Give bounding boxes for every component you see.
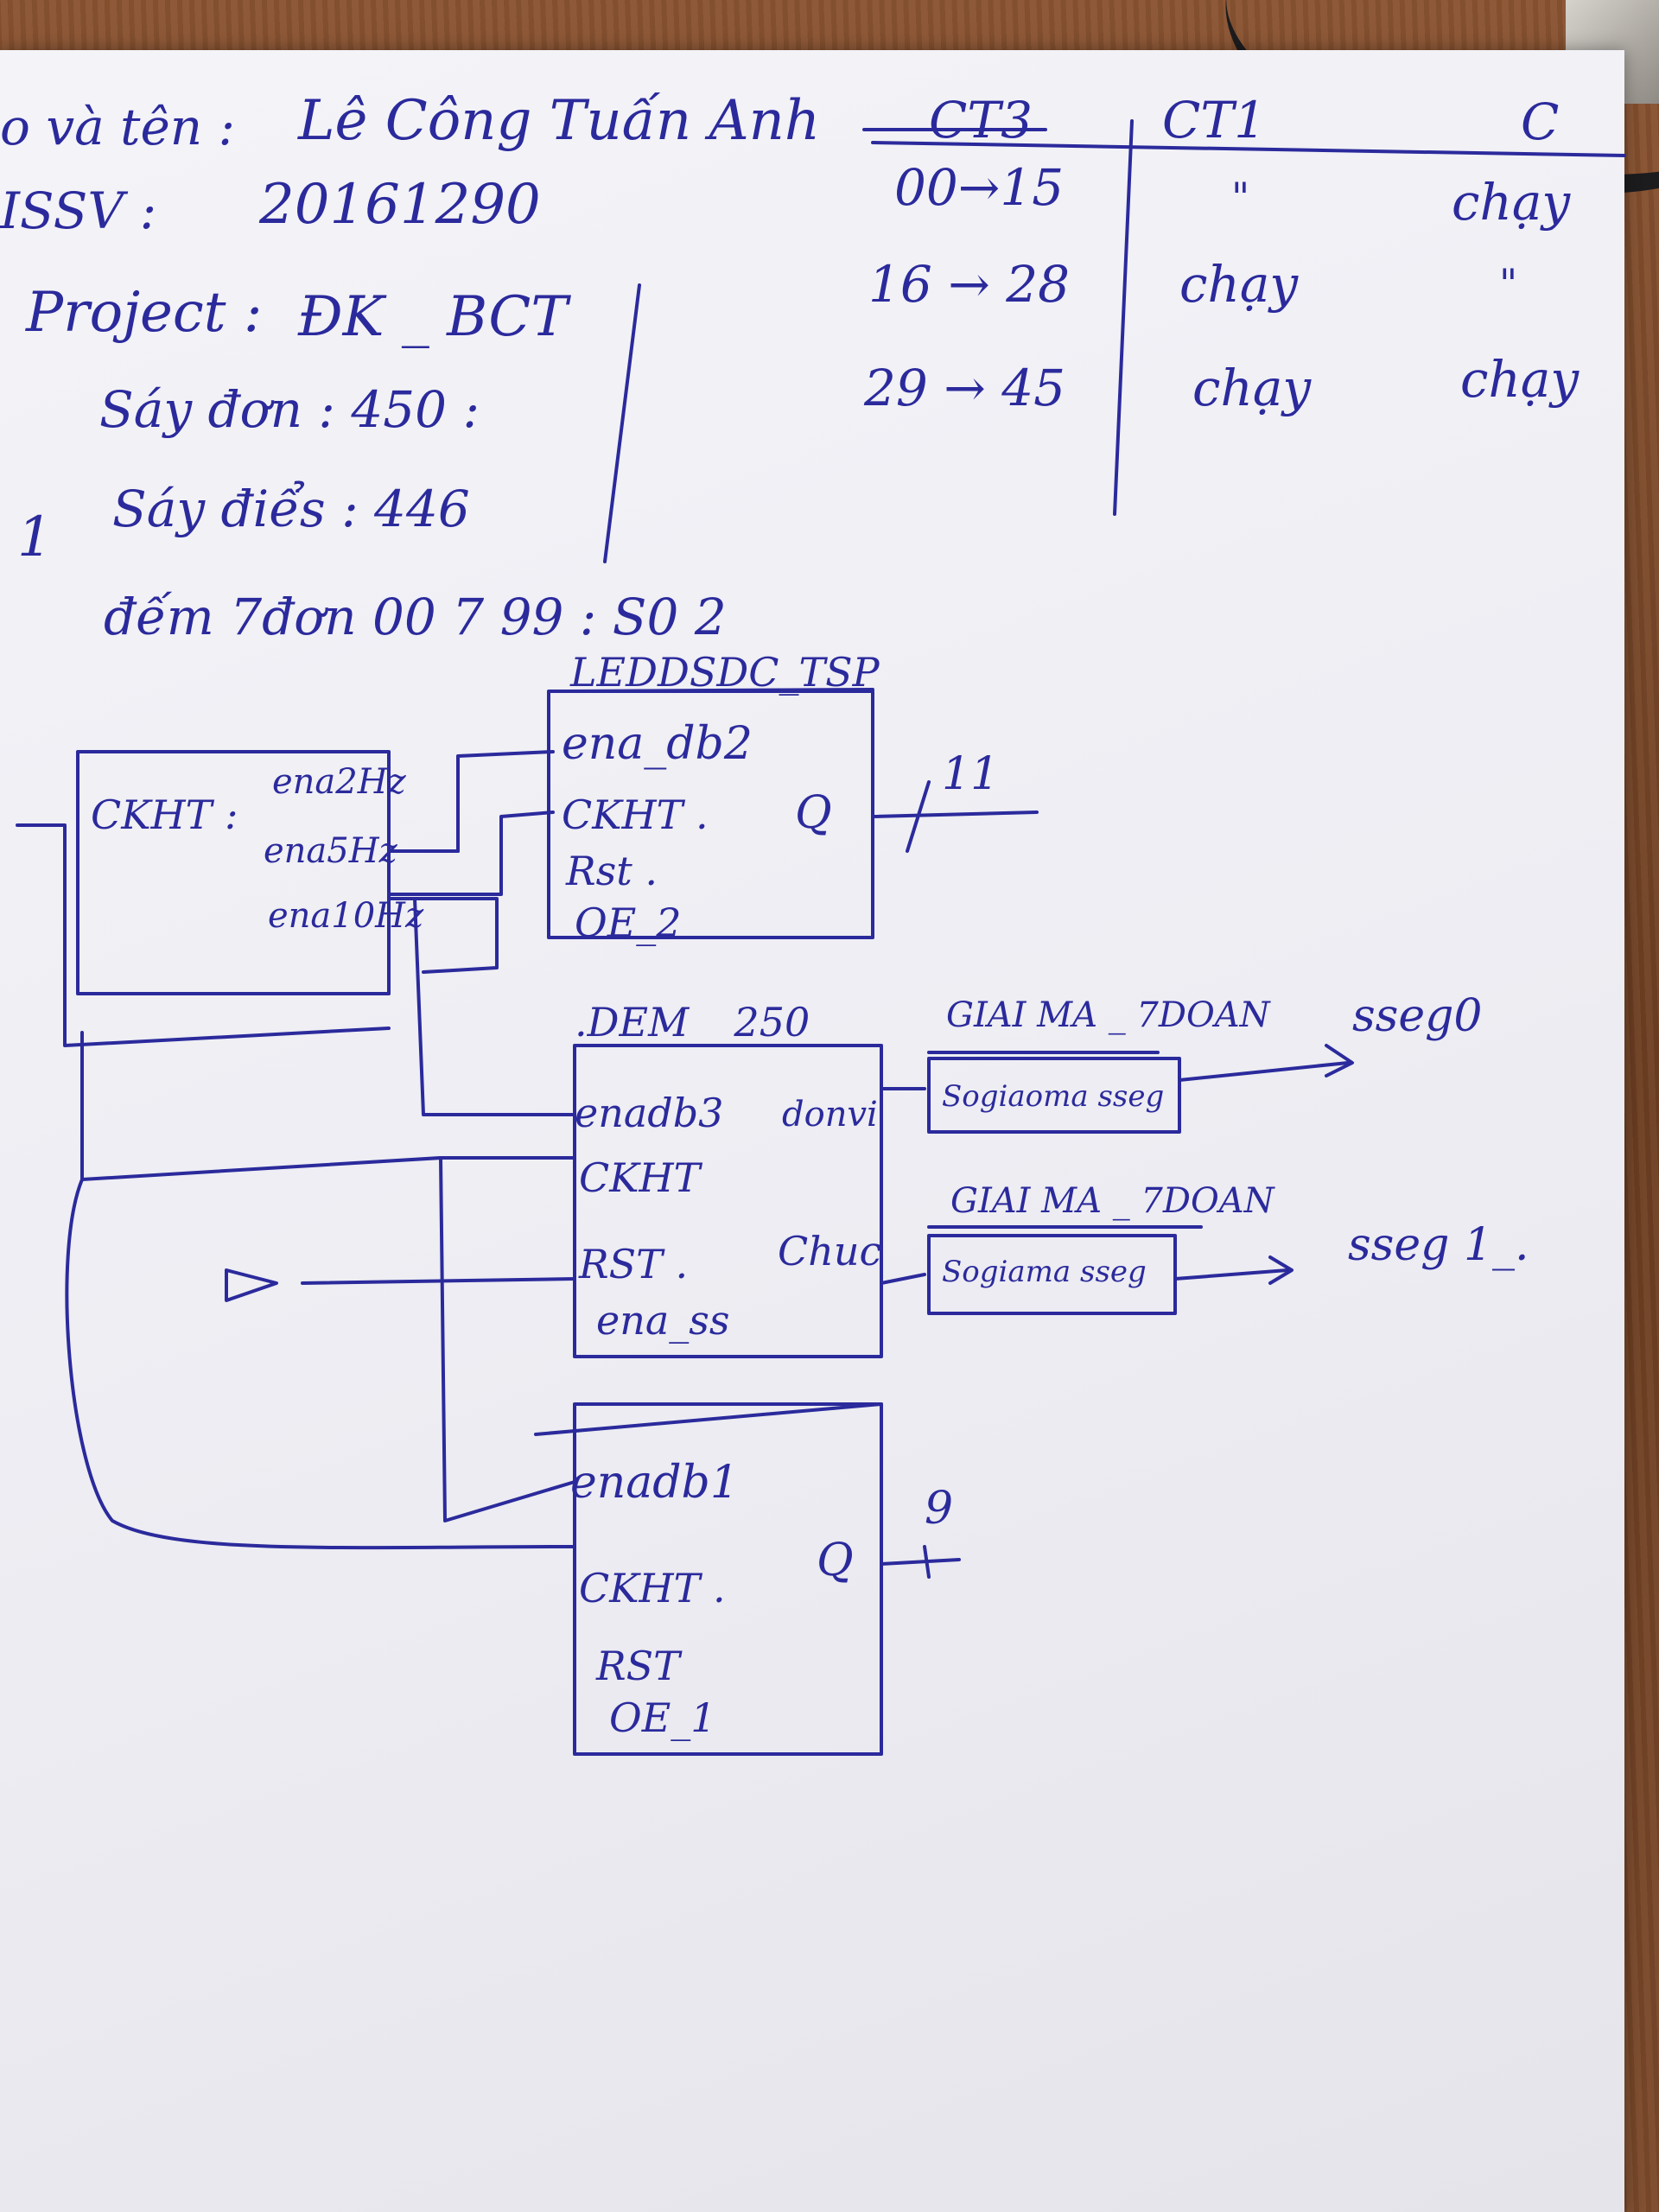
line-2: Sáy điểs : 446 [112,480,470,538]
decoder-1-box [927,1234,1177,1315]
decoder-1-output: sseg 1_. [1348,1219,1529,1271]
led-in-oe2: OE_2 [575,899,682,946]
table-row-3-ct1: chạy [1192,359,1312,417]
table-header-ct3: CT3 [929,91,1033,149]
table-row-2-range: 16 → 28 [868,255,1071,314]
name-value: Lê Công Tuấn Anh [298,89,821,153]
led-block-title: LEDDSDC_TSP [570,649,880,696]
clock-block-box [76,750,391,995]
table-row-3-ct2: chạy [1460,350,1580,409]
paper-sheet [0,50,1624,2212]
decoder-1-body: Sogiama sseg [942,1255,1147,1289]
table-header-c: C [1521,92,1560,151]
id-label: ISSV : [0,181,157,240]
name-label: o và tên : [0,98,236,156]
led-in-rst: Rst . [566,848,658,894]
block3-bus-width: 9 [925,1483,954,1535]
clock-out-ena2hz: ena2Hz [272,762,406,802]
dem-out-chuc: Chuc [778,1228,882,1274]
line-3: đếm 7đơn 00 7 99 : S0 2 [104,588,727,646]
dem-block-title: .DEM _ 250 [575,999,810,1046]
decoder-0-title: GIAI MA _ 7DOAN [946,995,1270,1035]
table-row-1-ct1: " [1231,174,1250,220]
led-out-q: Q [795,787,832,839]
table-row-2-ct1: chạy [1179,255,1299,314]
project-label: Project : [26,281,263,345]
clock-input-label: CKHT : [91,791,238,838]
led-in-ena-db2: ena_db2 [562,718,753,770]
dem-in-rst: RST . [579,1241,689,1287]
table-row-3-range: 29 → 45 [864,359,1066,417]
table-row-1-ct2: chạy [1452,173,1571,232]
table-header-ct1: CT1 [1162,91,1266,149]
dem-in-ena-ss: ena_ss [596,1297,730,1344]
block3-in-rst: RST [596,1643,680,1689]
project-value: ĐK _ BCT [298,285,569,349]
dem-out-donvi: donvi [782,1095,878,1135]
decoder-0-box [927,1057,1181,1134]
block3-out-q: Q [817,1535,854,1586]
led-bus-width: 11 [942,748,1000,800]
dem-in-enadb3: enadb3 [575,1090,724,1136]
led-in-ckht: CKHT . [562,791,709,838]
line-2-prefix: 1 [17,505,53,569]
dem-in-ckht: CKHT [579,1154,701,1201]
clock-out-ena10hz: ena10Hz [268,896,424,936]
decoder-0-body: Sogiaoma sseg [942,1079,1165,1114]
block3-in-enadb1: enadb1 [570,1457,739,1509]
dem-block-box [573,1044,883,1358]
line-1: Sáy đơn : 450 : [99,380,480,439]
block3-in-oe1: OE_1 [609,1694,716,1741]
clock-out-ena5hz: ena5Hz [264,831,397,871]
block-3-box [573,1402,883,1756]
id-value: 20161290 [259,173,541,237]
table-row-2-ct2: " [1499,260,1518,307]
decoder-1-title: GIAI MA _ 7DOAN [950,1181,1274,1221]
table-row-1-range: 00→15 [894,158,1065,217]
block3-in-ckht: CKHT . [579,1565,726,1611]
decoder-0-output: sseg0 [1352,990,1483,1042]
